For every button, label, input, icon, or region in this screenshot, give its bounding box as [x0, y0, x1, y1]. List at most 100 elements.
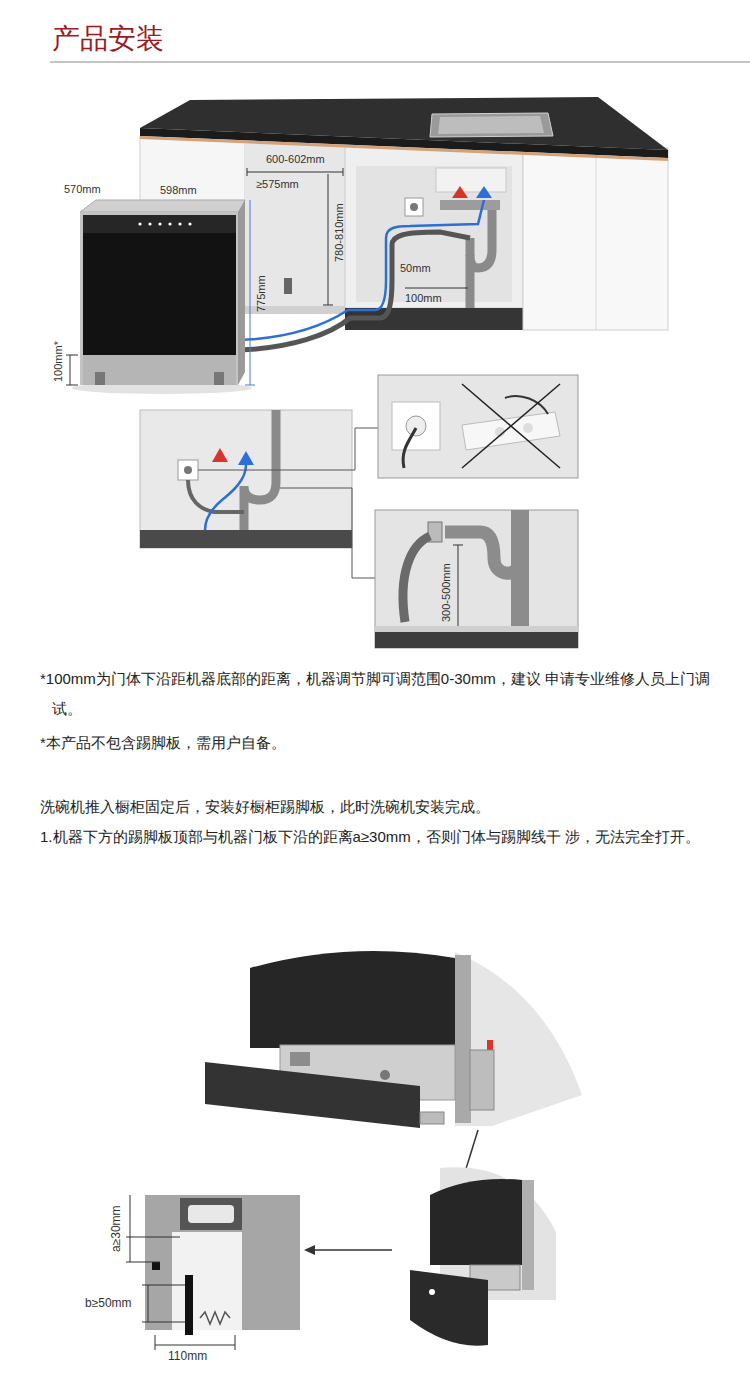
- under-sink-plumbing: [466, 238, 475, 256]
- door-kickplate-view: [487, 1040, 493, 1050]
- overview-picture: [140, 410, 352, 548]
- overview-picture: [140, 410, 352, 548]
- drain-inset: [375, 626, 578, 632]
- dishwasher: [72, 200, 252, 394]
- dimension-label: 50mm: [400, 262, 431, 275]
- dimension-line: [328, 174, 329, 305]
- drain-inset: [458, 545, 459, 626]
- dimension-label: 600-602mm: [266, 153, 325, 166]
- overview-picture: [238, 451, 254, 465]
- socket-inset: [392, 402, 440, 450]
- dimension-label: ≥575mm: [256, 178, 299, 191]
- dimension-label: 598mm: [160, 184, 197, 197]
- under-sink-plumbing: [452, 186, 468, 198]
- detail-circle: [410, 1167, 556, 1346]
- drain-inset: [403, 536, 430, 622]
- under-sink-plumbing: [405, 198, 423, 216]
- section-detail: [200, 1312, 230, 1324]
- drain-inset: [453, 545, 463, 546]
- note-text: *100mm为门体下沿距机器底部的距离，机器调节脚可调范围0-30mm，建议 申…: [40, 664, 724, 724]
- dimension-line: [247, 172, 343, 173]
- dimension-label: 110mm: [168, 1350, 207, 1363]
- socket-inset: [505, 396, 548, 414]
- kitchen-cabinet: [430, 113, 553, 137]
- overview-picture: [178, 460, 198, 480]
- kitchen-cabinet: [438, 116, 544, 134]
- kitchen-cabinet: [284, 278, 292, 294]
- dishwasher: [188, 222, 191, 225]
- drain-inset: [375, 510, 578, 648]
- kitchen-cabinet: [596, 150, 597, 330]
- dishwasher: [83, 215, 236, 233]
- arrow: [465, 1130, 478, 1172]
- note-text: 洗碗机推入橱柜固定后，安装好橱柜踢脚板，此时洗碗机安装完成。: [40, 792, 712, 822]
- socket-inset: [462, 384, 560, 468]
- section-detail: [152, 1262, 160, 1270]
- door-kickplate-view: [205, 1062, 420, 1128]
- detail-circle: [522, 1180, 534, 1290]
- drain-inset: [375, 632, 578, 648]
- socket-inset: [462, 412, 560, 450]
- dimension-line: [155, 1335, 156, 1350]
- dishwasher: [138, 222, 141, 225]
- dishwasher: [214, 372, 224, 385]
- socket-inset: [378, 375, 578, 478]
- leader-line: [280, 488, 375, 578]
- dimension-line: [247, 168, 248, 176]
- dimension-line: [250, 200, 251, 385]
- detail-circle: [410, 1270, 488, 1346]
- dimension-label: 100mm: [405, 292, 442, 305]
- socket-inset: [406, 416, 426, 436]
- socket-inset: [403, 428, 416, 468]
- socket-inset: [462, 384, 560, 468]
- note-text: 1.机器下方的踢脚板顶部与机器门板下沿的距离a≥30mm，否则门体与踢脚线干 涉…: [40, 822, 712, 852]
- door-kickplate-view: [455, 955, 471, 1123]
- drain-inset: [375, 510, 578, 648]
- door-kickplate-view: [380, 1070, 390, 1080]
- dishwasher: [168, 222, 171, 225]
- dimension-label: 300-500mm: [440, 563, 453, 622]
- dimension-line: [130, 1195, 131, 1262]
- dimension-line: [148, 1285, 149, 1322]
- kitchen-cabinet: [140, 136, 668, 161]
- dimension-label: b≥50mm: [85, 1297, 132, 1310]
- dishwasher: [158, 222, 161, 225]
- header-rule: [50, 62, 750, 63]
- socket-inset: [378, 375, 578, 478]
- under-sink-plumbing: [476, 186, 492, 198]
- leader-line: [198, 428, 378, 470]
- socket-inset: [523, 423, 533, 433]
- section-detail: [172, 1232, 242, 1330]
- dimension-line: [323, 305, 333, 306]
- drain-inset: [445, 532, 520, 573]
- door-kickplate-view: [290, 1052, 310, 1066]
- dimension-line: [66, 385, 78, 386]
- dishwasher: [238, 200, 245, 385]
- dimension-line: [66, 355, 78, 356]
- overview-picture: [205, 465, 246, 530]
- dimension-line: [155, 1345, 235, 1346]
- dimension-line: [142, 1322, 185, 1323]
- overview-picture: [140, 530, 352, 548]
- dishwasher: [95, 372, 105, 385]
- section-detail: [185, 1275, 193, 1335]
- dimension-line: [126, 1237, 180, 1238]
- dishwasher: [80, 212, 238, 385]
- arrow: [312, 1249, 392, 1251]
- door-kickplate-view: [250, 951, 455, 1048]
- under-sink-plumbing: [440, 200, 500, 210]
- door-kickplate-view: [420, 1112, 444, 1124]
- section-detail: [180, 1198, 242, 1230]
- detail-circle: [430, 1179, 522, 1265]
- water-hoses: [240, 232, 470, 350]
- water-hoses: [240, 200, 484, 350]
- section-detail: [188, 1205, 234, 1223]
- section-detail: [145, 1195, 300, 1335]
- overview-picture: [184, 466, 192, 474]
- door-kickplate-view: [455, 952, 582, 1126]
- dishwasher: [148, 222, 151, 225]
- dimension-line: [405, 288, 468, 289]
- dimension-label: 570mm: [64, 183, 101, 196]
- door-kickplate-view: [205, 951, 582, 1128]
